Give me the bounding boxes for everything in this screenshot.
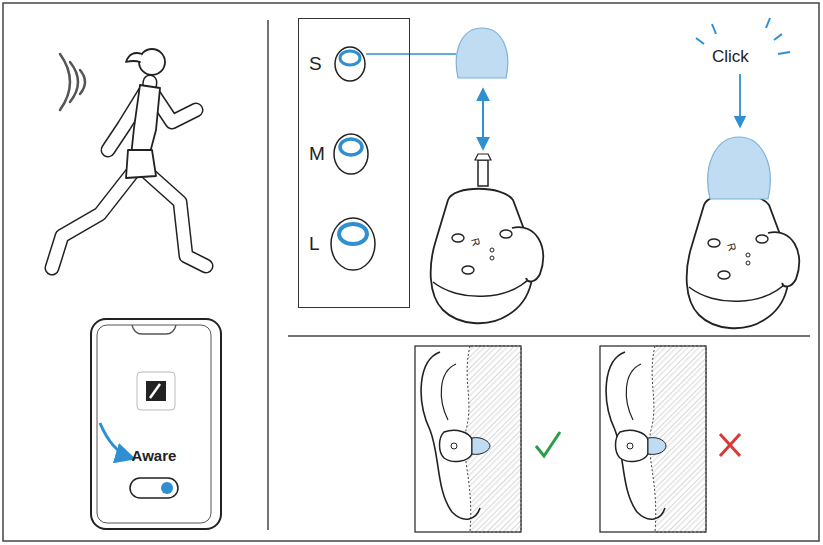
divider (267, 20, 269, 530)
eartip-attach (366, 18, 799, 328)
size-panel: S M L (298, 18, 410, 308)
size-label: L (309, 233, 320, 255)
frame (3, 3, 819, 541)
size-label: S (309, 53, 322, 75)
divider (288, 335, 810, 337)
phone-drawing (97, 325, 211, 523)
phone-screen: Aware (90, 318, 222, 530)
runner-figure (52, 49, 206, 268)
eartip-sizes (331, 47, 375, 270)
toggle-label: Aware (92, 447, 216, 464)
ear-fit (415, 346, 740, 532)
action-label: Click (712, 47, 749, 67)
size-label: M (309, 143, 325, 165)
